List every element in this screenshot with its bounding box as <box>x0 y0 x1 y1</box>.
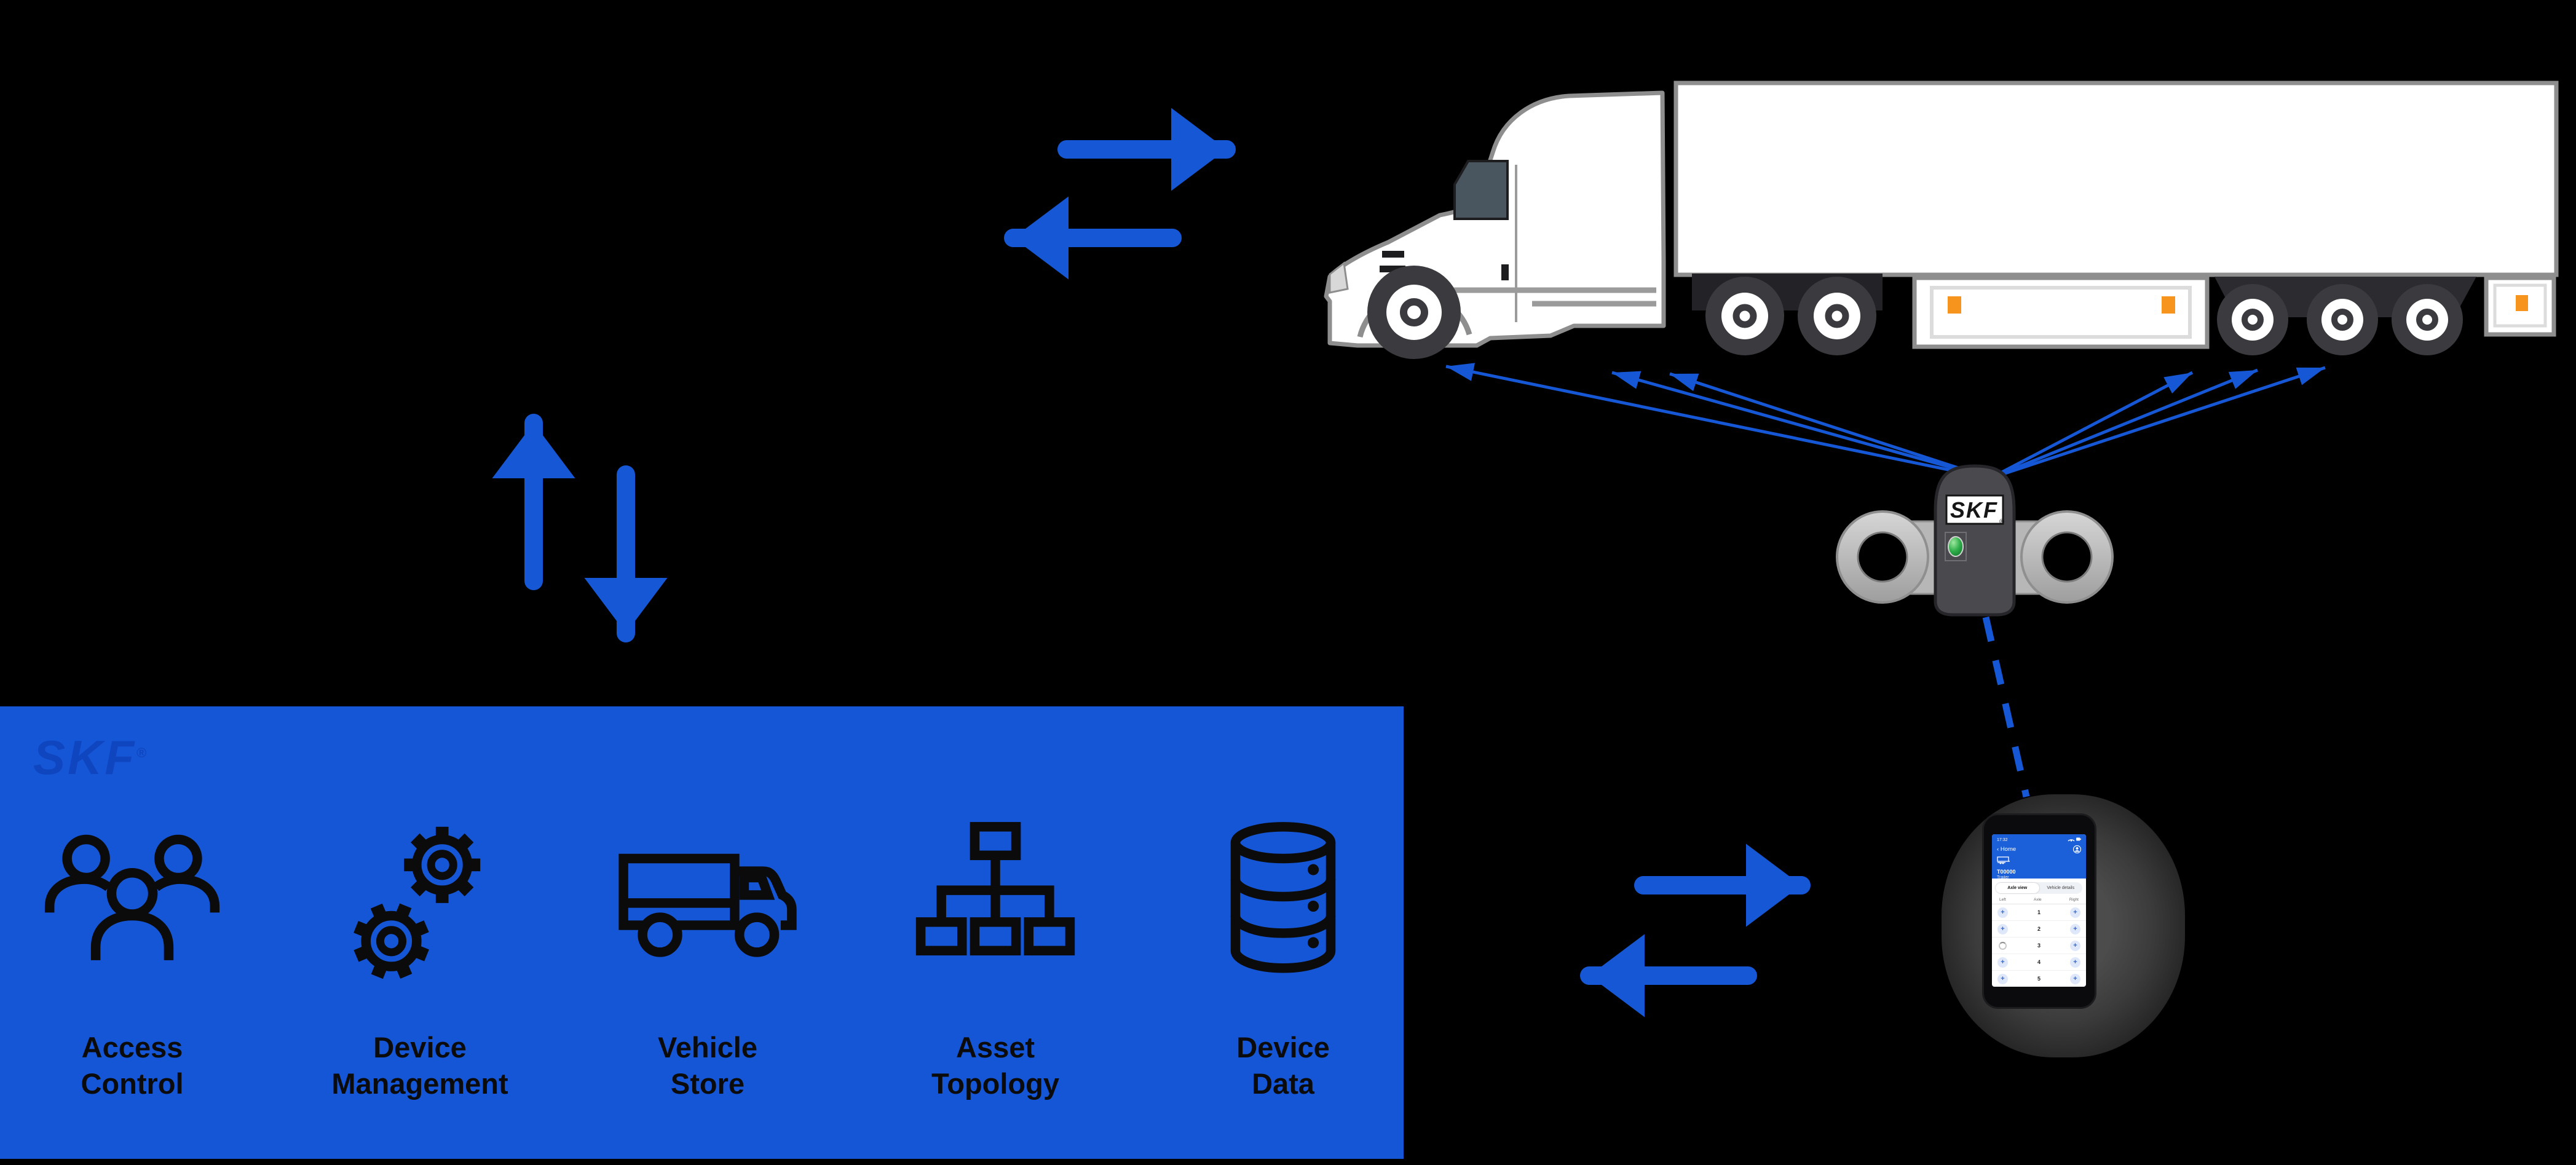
vehicle-id: T00000 <box>1997 869 2016 875</box>
registered-mark: ® <box>136 745 147 760</box>
profile-icon[interactable] <box>2073 845 2081 853</box>
people-icon <box>44 834 220 960</box>
led-bracket <box>1945 532 1967 561</box>
skf-panel-logo: SKF® <box>33 730 146 786</box>
axle-row: + 2 + <box>1992 921 2086 938</box>
feature-label: Vehicle Store <box>658 1031 757 1100</box>
steer-wheel <box>1367 266 1461 359</box>
orange-marker <box>2516 295 2528 311</box>
axle-number: 3 <box>2037 942 2041 949</box>
axle-number: 5 <box>2037 976 2041 982</box>
add-sensor-right-button[interactable]: + <box>2069 957 2080 968</box>
grille-dash <box>1380 266 1405 272</box>
topology-icon <box>915 822 1075 956</box>
cloud-platform-vertical-arrows <box>492 414 668 642</box>
trailer-mini-icon <box>1997 856 2010 864</box>
door-handle <box>1501 264 1509 280</box>
add-sensor-right-button[interactable]: + <box>2069 907 2080 918</box>
feature-label: Device Data <box>1236 1031 1330 1100</box>
platform-phone-exchange-arrows <box>1580 843 1811 1017</box>
app-header: 17:32 ‹ Home <box>1992 834 2086 880</box>
truck-icon <box>618 853 797 957</box>
feature-device-data: Device Data <box>1166 811 1400 1102</box>
drive-wheels <box>1705 277 1876 355</box>
orange-marker <box>2162 296 2175 314</box>
phone-screen: 17:32 ‹ Home <box>1992 834 2086 987</box>
add-sensor-left-button[interactable]: + <box>1997 923 2008 934</box>
axle-row: + 1 + <box>1992 904 2086 921</box>
feature-device-management: Device Management <box>303 811 537 1102</box>
vehicle-type: Trailer <box>1997 875 2009 880</box>
axle-row: + 4 + <box>1992 954 2086 971</box>
back-button[interactable]: ‹ Home <box>1997 846 2017 853</box>
status-bar: 17:32 <box>1997 837 2081 843</box>
skf-sensor-device: SKF ® <box>1836 464 2114 617</box>
trailer-wheels <box>2217 284 2463 355</box>
nav-row: ‹ Home <box>1997 845 2081 853</box>
pairing-spinner-icon <box>1999 941 2007 950</box>
trailer-box <box>1673 81 2559 277</box>
tab-bar: Axle view Vehicle details <box>1996 882 2082 894</box>
device-module <box>1934 464 2016 617</box>
orange-marker <box>1948 296 1961 314</box>
axle-row: + 5 + <box>1992 971 2086 987</box>
device-ring-left <box>1836 510 1929 604</box>
database-icon <box>1230 822 1336 973</box>
headlight <box>1329 261 1349 294</box>
cloud-truck-exchange-arrows <box>1004 108 1236 280</box>
status-icons <box>2068 837 2081 843</box>
device-phone-dashed-link <box>1982 616 2030 798</box>
feature-label: Device Management <box>331 1031 508 1100</box>
add-sensor-left-button[interactable]: + <box>1997 973 2008 984</box>
skf-platform-panel: SKF® Access Control <box>0 706 1404 1159</box>
grille-dash <box>1382 251 1404 258</box>
add-sensor-left-button[interactable]: + <box>1997 957 2008 968</box>
add-sensor-left-button[interactable]: + <box>1997 907 2008 918</box>
axle-number: 2 <box>2037 926 2041 932</box>
axle-number: 4 <box>2037 959 2041 965</box>
feature-label: Asset Topology <box>931 1031 1059 1100</box>
skf-logo-text: SKF <box>33 730 136 784</box>
feature-access-control: Access Control <box>15 811 249 1102</box>
device-ring-right <box>2020 510 2114 604</box>
axle-number: 1 <box>2037 909 2041 915</box>
wifi-battery-icons <box>2068 837 2081 842</box>
add-sensor-right-button[interactable]: + <box>2069 940 2080 951</box>
axle-row: 3 + <box>1992 938 2086 954</box>
tab-axle-view[interactable]: Axle view <box>1996 883 2039 893</box>
tab-vehicle-details[interactable]: Vehicle details <box>2047 886 2075 890</box>
cab-window <box>1453 160 1509 220</box>
sensor-to-wheel-arrows <box>1445 363 2326 480</box>
add-sensor-right-button[interactable]: + <box>2069 973 2080 984</box>
trailer-skirt <box>1912 275 2556 349</box>
status-led-icon <box>1948 536 1964 557</box>
device-registered-mark: ® <box>1999 518 2004 526</box>
status-time: 17:32 <box>1997 837 2008 842</box>
skf-plate <box>1945 494 2004 525</box>
gears-icon <box>354 826 481 979</box>
feature-asset-topology: Asset Topology <box>879 811 1112 1102</box>
semi-truck-illustration <box>1324 81 2559 359</box>
device-skf-logo: SKF <box>1950 497 1998 523</box>
feature-label: Access Control <box>81 1031 184 1100</box>
feature-vehicle-store: Vehicle Store <box>591 811 824 1102</box>
add-sensor-right-button[interactable]: + <box>2069 923 2080 934</box>
